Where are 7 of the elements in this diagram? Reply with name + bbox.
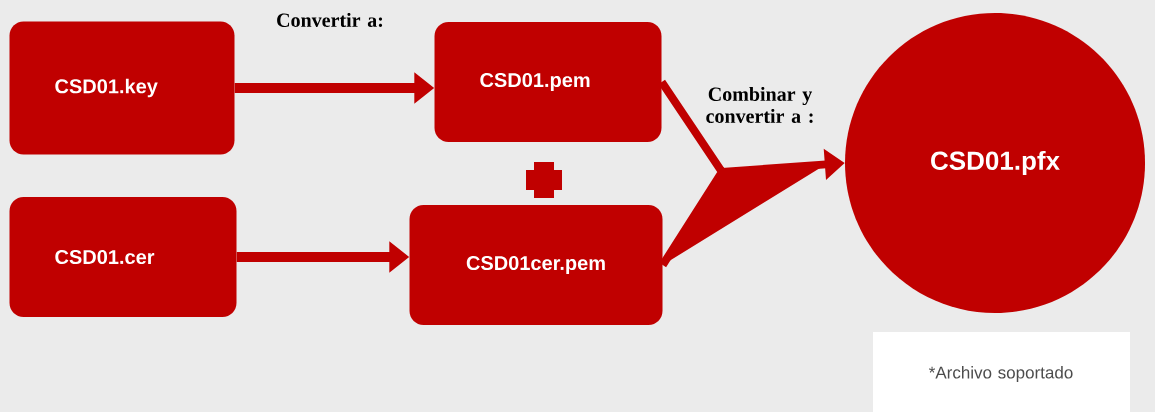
edge-label: Combinar y convertir a :	[706, 86, 813, 124]
file-box: CSD01.cer	[9, 197, 237, 317]
note-box: *Archivo soportado	[873, 332, 1130, 412]
edge-label: Convertir a:	[277, 12, 383, 28]
file-box: CSD01.key	[9, 21, 235, 155]
file-box: CSD01.pem	[434, 22, 662, 142]
file-box: CSD01cer.pem	[409, 205, 663, 325]
